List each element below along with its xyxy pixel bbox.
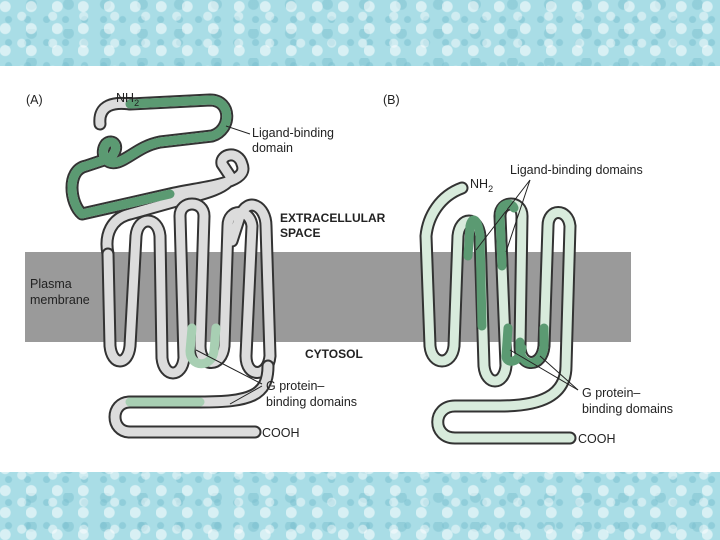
plasma-membrane-label-2: membrane	[30, 293, 90, 307]
leader-b-ligand-1	[475, 179, 531, 251]
chain-b-fill	[421, 183, 575, 443]
extracellular-label-2: SPACE	[280, 226, 320, 240]
panel-b-gprotein-label-2: binding domains	[582, 402, 673, 416]
cytosol-label: CYTOSOL	[305, 347, 363, 361]
chain-b-ligand-binding-domain-2	[495, 199, 519, 271]
chain-a-ligand-binding-domain	[67, 95, 232, 219]
panel-b-nh2-label: NH2	[470, 177, 493, 194]
leader-b-gprotein-1	[509, 349, 579, 391]
panel-b-cooh-label: COOH	[578, 432, 616, 446]
leader-a-ligand	[225, 125, 251, 135]
chain-a-g-protein-domain-1	[185, 323, 221, 369]
plasma-membrane-label-1: Plasma	[30, 277, 72, 291]
extracellular-label-1: EXTRACELLULAR	[280, 211, 386, 225]
panel-b-tag: (B)	[383, 93, 400, 107]
panel-a-gprotein-label-2: binding domains	[266, 395, 357, 409]
panel-a-ligand-label-2: domain	[252, 141, 293, 155]
leader-b-gprotein-2	[539, 355, 579, 391]
leader-b-ligand-2	[505, 179, 531, 253]
panel-b-gprotein-label-1: G protein–	[582, 386, 640, 400]
leader-a-gprotein-2	[229, 385, 263, 405]
panel-a-ligand-label-1: Ligand-binding	[252, 126, 334, 140]
receptor-diagram: (A) NH2 Ligand-binding domain EXTRACELLU…	[25, 91, 673, 446]
panel-a-gprotein-label-1: G protein–	[266, 379, 324, 393]
panel-a-tag: (A)	[26, 93, 43, 107]
panel-a-cooh-label: COOH	[262, 426, 300, 440]
chain-b-ligand-binding-domain-1	[463, 215, 487, 331]
panel-b-ligand-label: Ligand-binding domains	[510, 163, 643, 177]
slide-panel: (A) NH2 Ligand-binding domain EXTRACELLU…	[0, 66, 720, 472]
leader-a-gprotein-1	[195, 349, 263, 385]
panel-a-nh2-label: NH2	[116, 91, 139, 108]
